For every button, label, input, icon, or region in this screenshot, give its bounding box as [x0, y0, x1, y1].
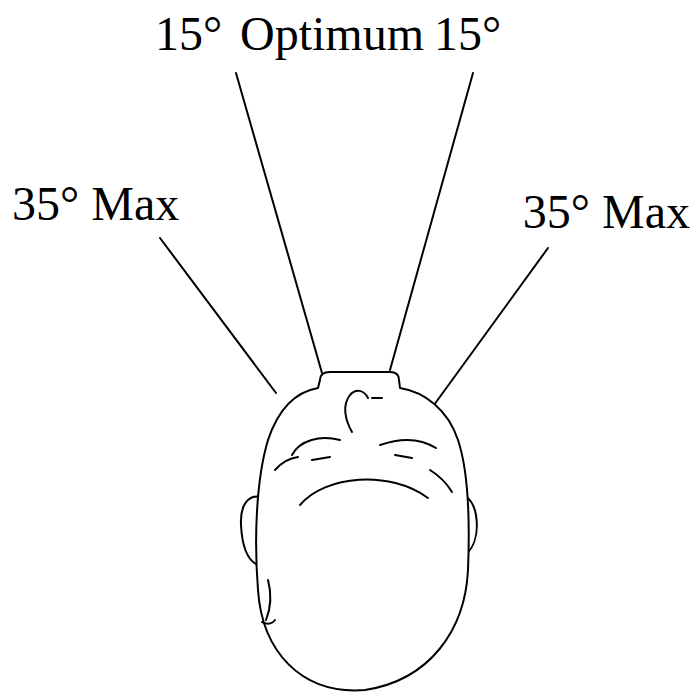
forehead-line — [430, 470, 452, 492]
brow-line — [312, 457, 330, 460]
angle-label: 15° — [434, 10, 501, 58]
angle-line — [390, 73, 473, 370]
angle-line — [434, 248, 548, 405]
angle-label: 15° — [155, 10, 222, 58]
nose — [372, 397, 382, 399]
angle-label: 35° Max — [523, 188, 690, 236]
head-outline — [256, 372, 469, 690]
hair-line — [262, 620, 275, 624]
angle-label: 35° Max — [12, 180, 179, 228]
brow-line — [395, 455, 412, 458]
angle-label: Optimum — [240, 10, 424, 58]
forehead-line — [300, 480, 428, 505]
nose — [345, 391, 368, 432]
brow-line — [292, 438, 340, 455]
angle-line — [236, 73, 322, 373]
angle-line — [160, 238, 276, 393]
forehead-line — [275, 457, 298, 470]
brow-line — [380, 440, 436, 448]
hair-line — [266, 580, 270, 620]
